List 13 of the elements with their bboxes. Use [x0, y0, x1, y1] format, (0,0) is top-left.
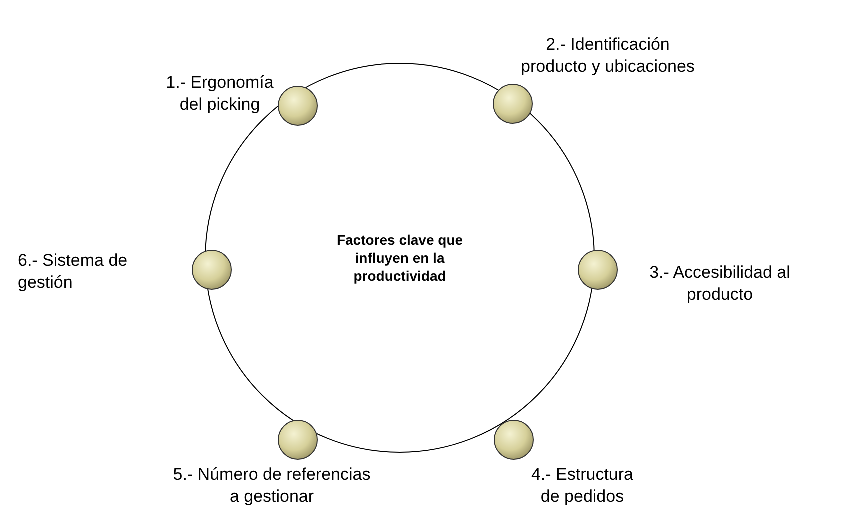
factor-label: 3.- Accesibilidad al producto: [648, 262, 792, 306]
circle-marker: [277, 419, 319, 461]
factor-label: 1.- Ergonomía del picking: [165, 72, 275, 116]
center-text: Factores clave que influyen en la productividad: [336, 231, 464, 285]
factor-label: 5.- Número de referencias a gestionar: [172, 464, 372, 508]
circle-marker: [492, 83, 534, 125]
circle-marker: [493, 419, 535, 461]
circle-marker: [577, 249, 619, 291]
circle-marker: [277, 85, 319, 127]
circle-marker: [191, 249, 233, 291]
factor-label: 6.- Sistema de gestión: [18, 250, 129, 294]
factor-label: 4.- Estructura de pedidos: [530, 464, 635, 508]
factor-label: 2.- Identificación producto y ubicaciones: [520, 34, 696, 78]
